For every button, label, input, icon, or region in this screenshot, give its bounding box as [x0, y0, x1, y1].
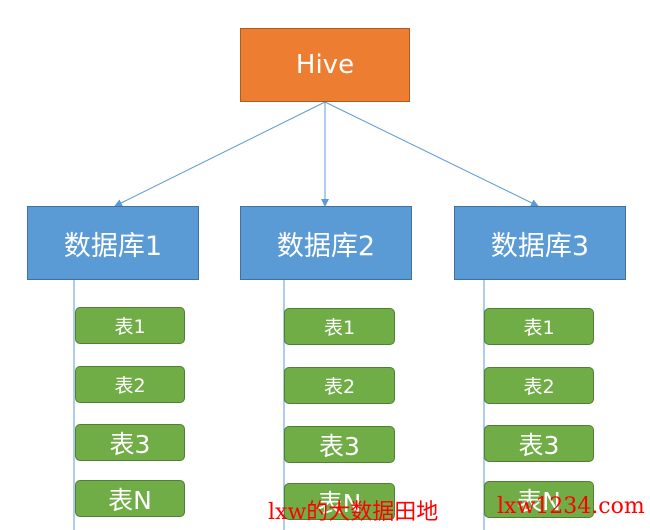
arrow-hive-to-database-3	[324, 101, 539, 207]
table-label: 表3	[109, 429, 151, 459]
table-label: 表1	[323, 317, 356, 339]
table-node: 表N	[284, 483, 395, 520]
table-node: 表3	[484, 425, 594, 462]
table-label: 表N	[517, 486, 561, 516]
table-node: 表1	[75, 307, 185, 344]
database-3-node: 数据库3	[454, 206, 626, 280]
table-label: 表1	[523, 317, 555, 339]
table-node: 表1	[284, 308, 395, 345]
table-node: 表3	[284, 426, 395, 463]
arrow-hive-to-database-1	[114, 101, 326, 207]
table-label: 表2	[523, 376, 555, 398]
hive-node: Hive	[240, 28, 410, 102]
hive-node-label: Hive	[295, 50, 355, 80]
table-label: 表N	[317, 488, 362, 518]
table-node: 表N	[484, 481, 594, 518]
table-node: 表3	[75, 424, 185, 461]
table-node: 表2	[75, 366, 185, 403]
database-1-node: 数据库1	[27, 206, 199, 280]
table-label: 表2	[323, 376, 356, 398]
watermark-left: lxw的大数据田地	[268, 500, 439, 525]
database-1-label: 数据库1	[63, 230, 163, 262]
table-node: 表2	[284, 367, 395, 404]
table-label: 表N	[108, 485, 152, 515]
database-2-label: 数据库2	[276, 230, 376, 262]
table-node: 表1	[484, 308, 594, 345]
table-label: 表1	[114, 316, 146, 338]
table-label: 表3	[319, 431, 360, 461]
database-2-node: 数据库2	[240, 206, 412, 280]
table-label: 表3	[518, 430, 560, 460]
table-node: 表2	[484, 367, 594, 404]
database-3-label: 数据库3	[490, 230, 590, 262]
table-node: 表N	[75, 480, 185, 517]
watermark-right: lxw1234.com	[497, 494, 645, 519]
table-label: 表2	[114, 375, 146, 397]
